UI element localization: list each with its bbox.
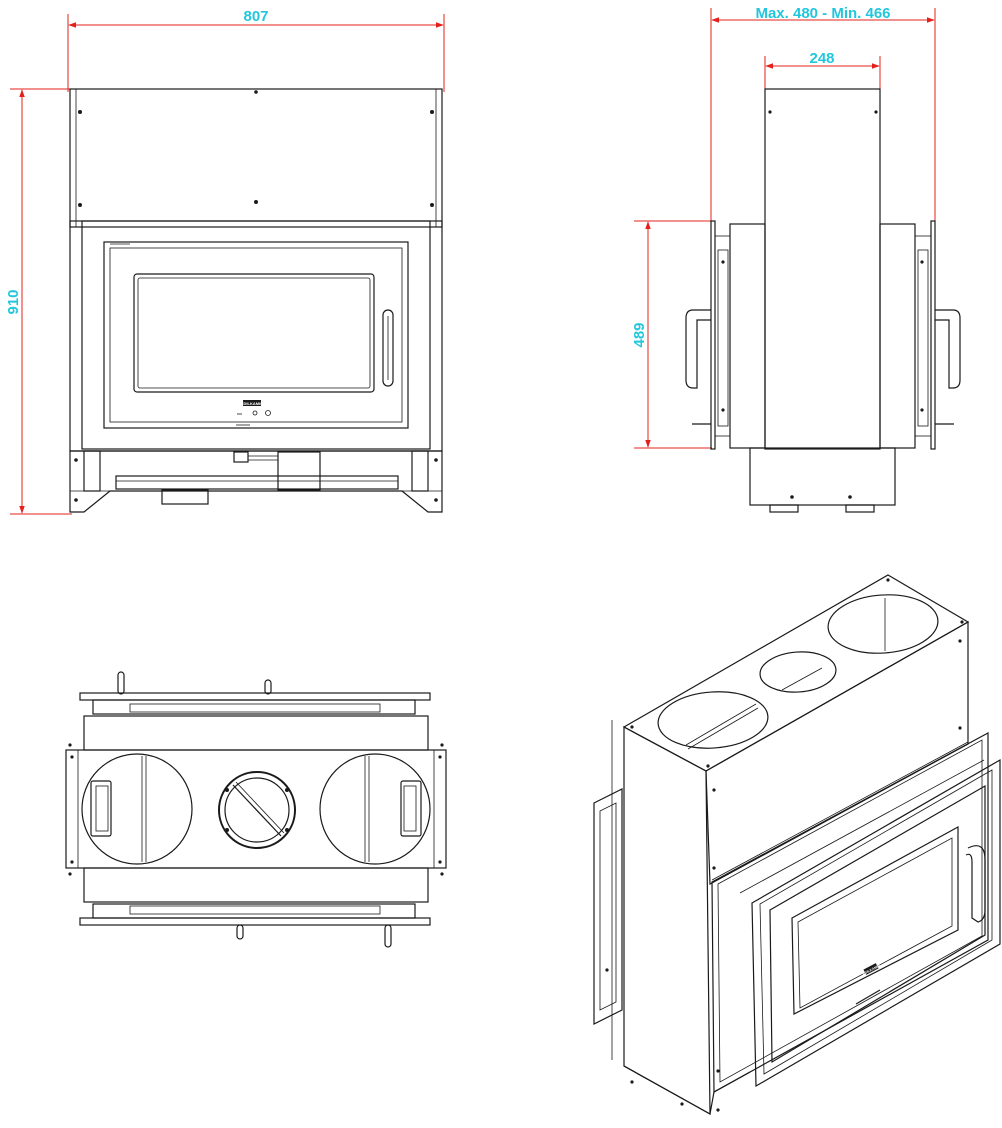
iso-top-plane — [622, 574, 970, 772]
iso-door-handle — [965, 845, 986, 923]
front-height-label: 910 — [5, 289, 22, 314]
side-body — [764, 88, 881, 450]
top-view — [65, 671, 447, 948]
top-flue-right — [319, 753, 431, 865]
dimension-collar: 248 — [764, 50, 881, 92]
iso-cladding — [711, 731, 989, 1094]
iso-front-face — [705, 620, 969, 885]
top-rail-lower — [79, 917, 431, 926]
dimension-frame-height: 489 — [631, 220, 712, 449]
iso-view: EDILKAMIN — [593, 574, 1001, 1116]
dimension-width: 807 — [67, 8, 445, 92]
iso-flue-right — [827, 594, 939, 654]
dimension-height: 910 — [5, 88, 72, 515]
front-cladding — [81, 220, 431, 450]
side-frame-height-label: 489 — [631, 322, 648, 347]
front-frame — [69, 220, 443, 452]
top-rail-upper — [79, 692, 431, 701]
side-collar-label: 248 — [809, 50, 834, 67]
front-glass — [133, 273, 375, 393]
iso-flue-left — [657, 691, 769, 749]
side-depth-label: Max. 480 - Min. 466 — [755, 5, 890, 22]
iso-glass — [791, 825, 959, 1015]
top-flue-collar — [218, 771, 296, 849]
front-door — [103, 241, 409, 429]
front-logo: EDILKAMIN — [241, 401, 263, 406]
dimension-depth: Max. 480 - Min. 466 — [710, 5, 936, 222]
side-view: Max. 480 - Min. 466 248 489 — [631, 5, 961, 513]
iso-left-face — [623, 725, 711, 1116]
top-flue-left — [81, 753, 193, 865]
front-door-handle — [382, 309, 394, 387]
iso-flue-center — [759, 651, 837, 693]
front-hood — [69, 88, 443, 228]
front-width-label: 807 — [243, 8, 268, 25]
iso-door — [751, 758, 1001, 1088]
front-view: 807 910 EDILKAMIN — [5, 8, 445, 515]
